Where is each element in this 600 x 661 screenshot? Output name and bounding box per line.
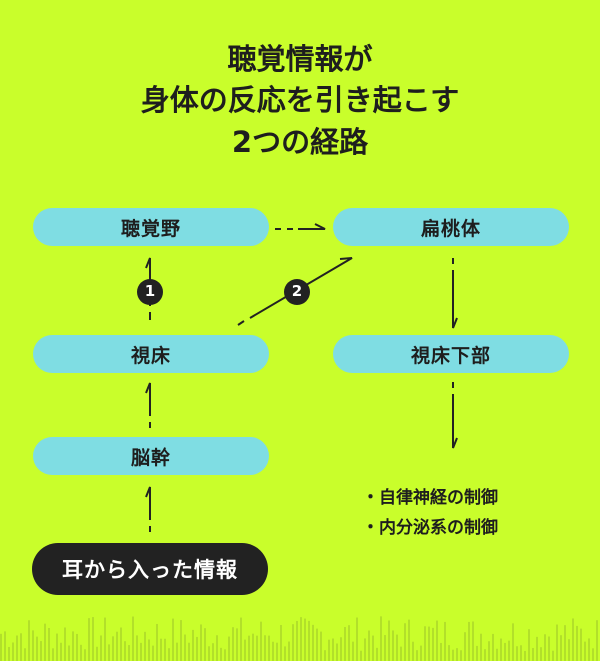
route2-label: 2 [291,282,303,300]
title-line-2: 身体の反応を引き起こす [140,83,460,117]
node-amygdala: 扁桃体 [333,208,569,246]
outcome-endocrine: ・内分泌系の制御 [362,518,498,538]
arrow-amygdala-to-hypothalamus [452,258,458,329]
node-hypothalamus: 視床下部 [333,335,569,373]
node-auditory-cortex: 聴覚野 [33,208,269,246]
arrow-cortex-to-amygdala [275,223,326,230]
outcome-autonomic: ・自律神経の制御 [362,488,498,508]
title-line-3: 2つの経路 [231,125,369,159]
arrow-route2 [237,257,353,326]
arrow-hypothalamus-down [452,382,458,449]
node-thalamus: 視床 [33,335,269,373]
waveform-decoration [0,616,598,661]
title-line-1: 聴覚情報が [227,42,373,76]
arrow-input-to-brainstem [145,486,151,532]
route1-badge [137,279,163,305]
route1-label: 1 [144,282,156,300]
node-input: 耳から入った情報 [32,543,268,595]
arrow-brainstem-to-thalamus [145,382,151,428]
node-brainstem: 脳幹 [33,437,269,475]
route2-badge [284,279,310,305]
